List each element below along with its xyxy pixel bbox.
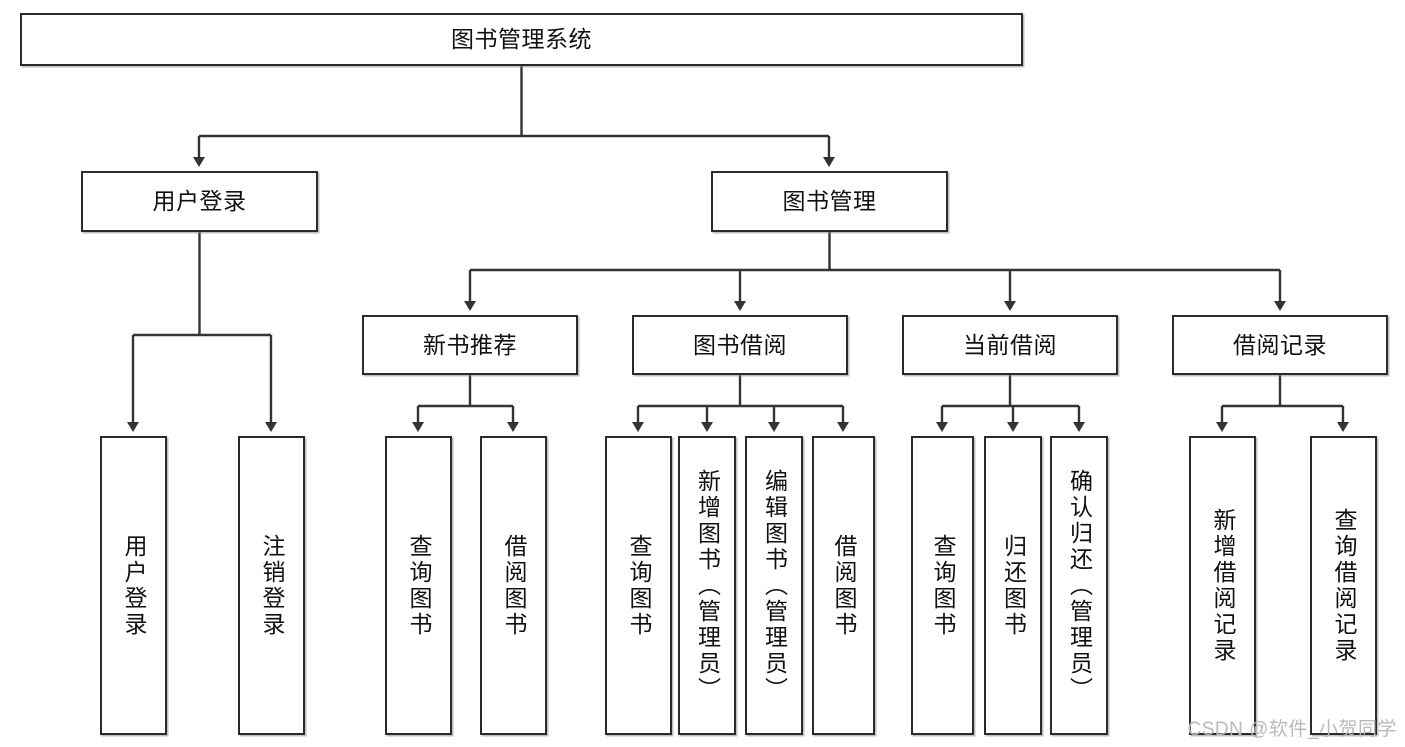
leaf-node[interactable]: 借阅图书 — [480, 436, 547, 735]
node-label: 用户登录 — [121, 533, 147, 638]
node-label: 编辑图书（管理员） — [761, 468, 788, 703]
node-label: 查询图书 — [406, 533, 432, 638]
node-label: 当前借阅 — [963, 331, 1057, 358]
root-node[interactable]: 图书管理系统 — [20, 13, 1023, 66]
node-label: 借阅记录 — [1233, 331, 1327, 358]
leaf-node[interactable]: 确认归还（管理员） — [1050, 436, 1108, 735]
leaf-node[interactable]: 注销登录 — [238, 436, 305, 735]
leaf-node[interactable]: 查询借阅记录 — [1310, 436, 1377, 735]
level3-node[interactable]: 新书推荐 — [362, 315, 578, 375]
node-label: 图书借阅 — [693, 331, 787, 358]
leaf-node[interactable]: 新增借阅记录 — [1189, 436, 1256, 735]
level3-node[interactable]: 图书借阅 — [632, 315, 848, 375]
leaf-node[interactable]: 归还图书 — [984, 436, 1042, 735]
leaf-node[interactable]: 新增图书（管理员） — [678, 436, 736, 735]
node-label: 借阅图书 — [501, 533, 527, 638]
node-label: 注销登录 — [259, 533, 285, 638]
node-label: 归还图书 — [1000, 533, 1027, 638]
level3-node[interactable]: 借阅记录 — [1172, 315, 1388, 375]
level2-node[interactable]: 图书管理 — [711, 171, 948, 232]
node-label: 新书推荐 — [423, 331, 517, 358]
node-label: 用户登录 — [152, 188, 247, 215]
node-label: 借阅图书 — [831, 533, 857, 638]
level2-node[interactable]: 用户登录 — [81, 171, 318, 232]
leaf-node[interactable]: 查询图书 — [605, 436, 672, 735]
leaf-node[interactable]: 查询图书 — [385, 436, 452, 735]
node-label: 查询借阅记录 — [1331, 507, 1357, 664]
node-label: 查询图书 — [930, 533, 956, 638]
leaf-node[interactable]: 用户登录 — [100, 436, 167, 735]
watermark-text: CSDN @软件_小贺同学 — [1187, 719, 1397, 740]
node-label: 图书管理 — [782, 188, 877, 215]
leaf-node[interactable]: 编辑图书（管理员） — [745, 436, 803, 735]
level3-node[interactable]: 当前借阅 — [902, 315, 1118, 375]
node-label: 查询图书 — [626, 533, 652, 638]
node-label: 确认归还（管理员） — [1066, 468, 1093, 703]
node-label: 新增图书（管理员） — [694, 468, 721, 703]
node-label: 新增借阅记录 — [1210, 507, 1236, 664]
leaf-node[interactable]: 查询图书 — [911, 436, 974, 735]
node-label: 图书管理系统 — [451, 26, 592, 53]
connector-lines — [127, 66, 1349, 432]
leaf-node[interactable]: 借阅图书 — [812, 436, 875, 735]
